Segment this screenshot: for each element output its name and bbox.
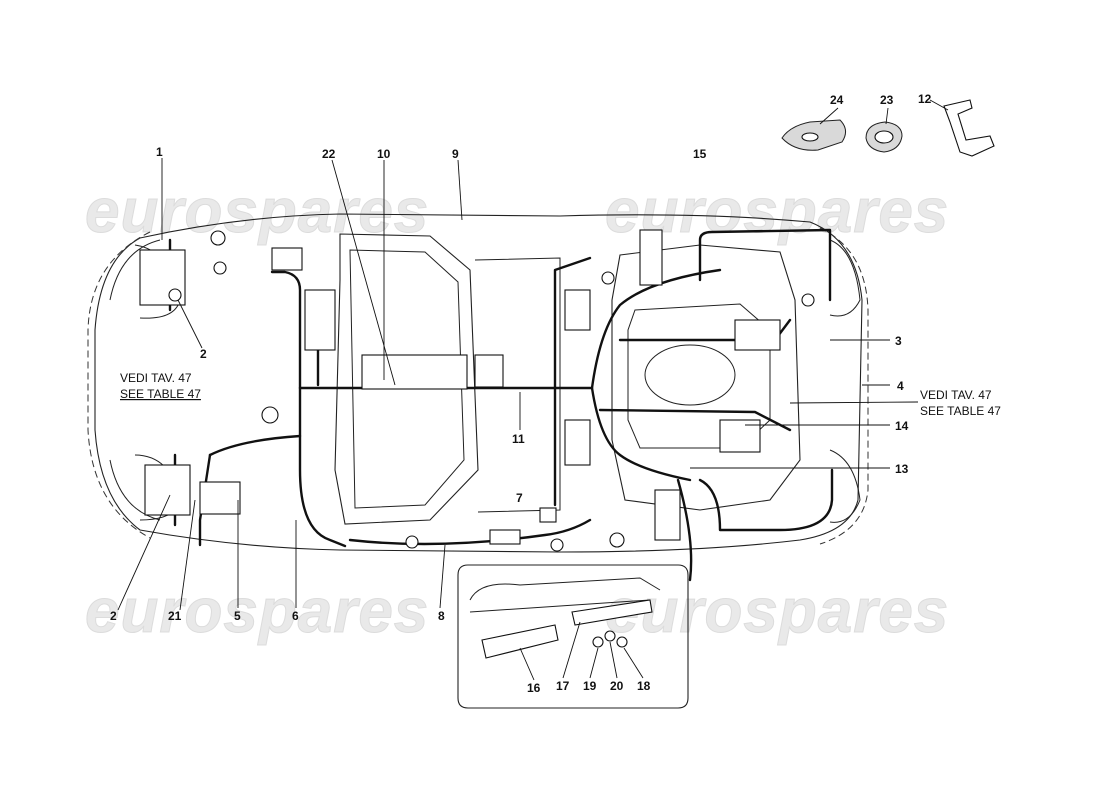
detail-inset <box>457 564 689 709</box>
loose-parts <box>781 99 995 157</box>
callout-23: 23 <box>880 93 894 107</box>
note-right-english: SEE TABLE 47 <box>920 404 1001 418</box>
callout-9: 9 <box>452 147 459 161</box>
callout-2-lower: 2 <box>110 609 117 623</box>
callout-1: 1 <box>156 145 163 159</box>
wiring-harness <box>168 228 834 582</box>
callout-13: 13 <box>895 462 909 476</box>
callout-4: 4 <box>897 379 904 393</box>
callout-6: 6 <box>292 609 299 623</box>
callout-8: 8 <box>438 609 445 623</box>
components <box>139 229 815 552</box>
callout-labels: 1 2 3 4 2 5 6 7 8 9 10 11 12 13 14 15 16… <box>110 92 932 695</box>
callout-2: 2 <box>200 347 207 361</box>
callout-21: 21 <box>168 609 182 623</box>
notes: VEDI TAV. 47 SEE TABLE 47 VEDI TAV. 47 S… <box>120 371 1001 418</box>
callout-3: 3 <box>895 334 902 348</box>
callout-7: 7 <box>516 491 523 505</box>
callout-16: 16 <box>527 681 541 695</box>
watermark: eurospares <box>85 177 429 246</box>
callout-14: 14 <box>895 419 909 433</box>
leader-lines <box>117 99 949 681</box>
note-right-italian: VEDI TAV. 47 <box>920 388 992 402</box>
callout-15: 15 <box>693 147 707 161</box>
watermark: eurospares <box>605 577 949 646</box>
callout-5: 5 <box>234 609 241 623</box>
callout-17: 17 <box>556 679 570 693</box>
note-left-english: SEE TABLE 47 <box>120 387 201 401</box>
watermark: eurospares <box>85 577 429 646</box>
callout-19: 19 <box>583 679 597 693</box>
bracket-12 <box>943 99 995 157</box>
callout-18: 18 <box>637 679 651 693</box>
note-left-italian: VEDI TAV. 47 <box>120 371 192 385</box>
callout-10: 10 <box>377 147 391 161</box>
watermark-layer: eurospares eurospares eurospares eurospa… <box>85 177 949 647</box>
car-body-outline <box>87 213 869 553</box>
callout-11: 11 <box>512 432 525 446</box>
callout-24: 24 <box>830 93 844 107</box>
callout-20: 20 <box>610 679 624 693</box>
callout-12: 12 <box>918 92 932 106</box>
callout-22: 22 <box>322 147 336 161</box>
